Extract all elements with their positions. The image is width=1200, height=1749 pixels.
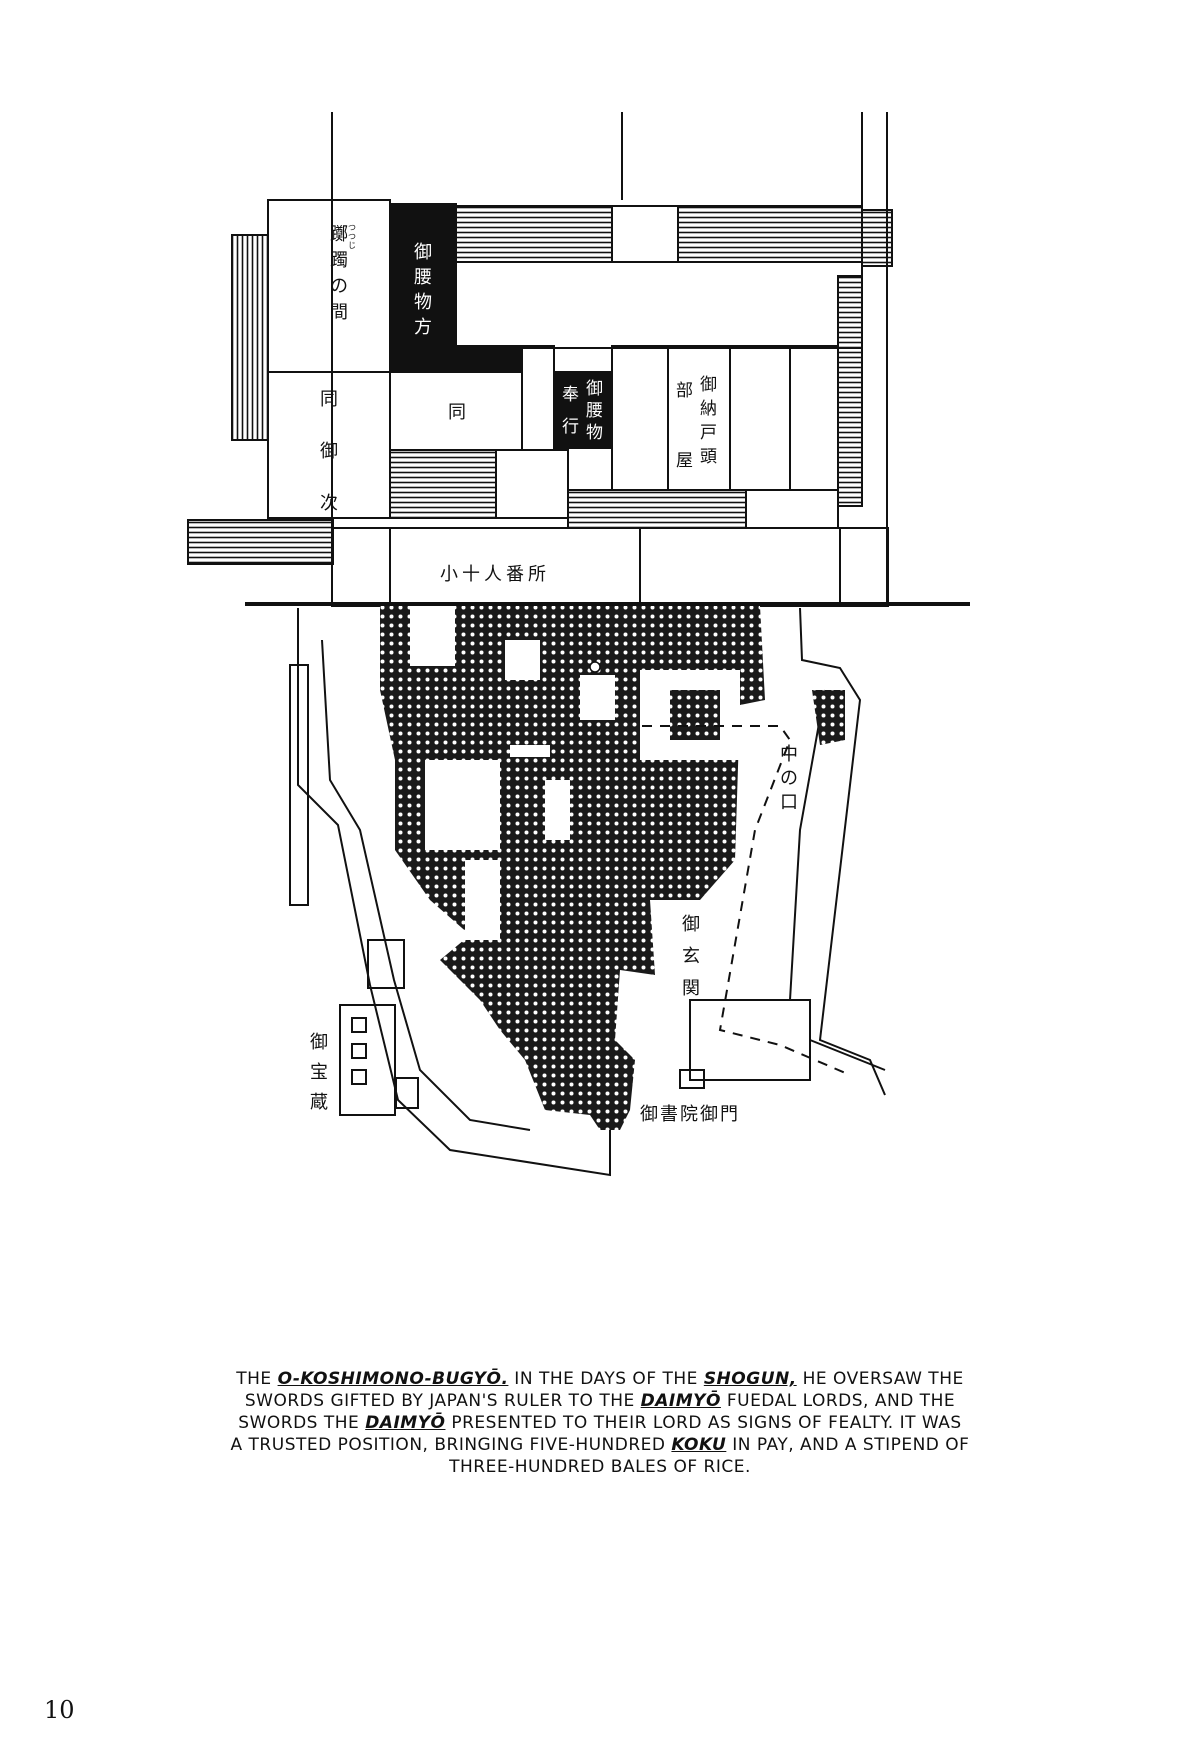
label-shoin-gomon: 御書院御門 [640, 1104, 740, 1125]
caption-text: fuedal lords, and the swords the [238, 1391, 956, 1433]
label-same-tsugi: 同御次 [320, 389, 338, 514]
caption-emphasis: daimyō [640, 1391, 721, 1411]
main-building-dotted [380, 606, 845, 1130]
label-kojunin-bansho: 小十人番所 [440, 564, 550, 585]
caption-emphasis: O-Koshimono-Bugyō. [277, 1369, 509, 1389]
label-nando-gashira-2: 部屋 [676, 381, 693, 471]
label-tsutsuji-ruby: つつじ [348, 223, 356, 250]
label-koshimono-kata: 御腰物方 [414, 242, 432, 338]
label-nando-gashira: 御納戸頭 [700, 375, 717, 467]
map-labels: 躑躅の間 つつじ 同御次 御腰物方 同 御腰物 奉行 御納戸頭 部屋 [310, 223, 798, 1125]
caption: The O-Koshimono-Bugyō. In the days of th… [230, 1368, 970, 1478]
page-number: 10 [44, 1696, 75, 1724]
label-tsutsuji-room: 躑躅の間 [330, 224, 348, 323]
caption-text: In the days of the [508, 1369, 704, 1389]
caption-text: presented to their lord as signs of feal… [230, 1413, 962, 1455]
caption-text: he oversaw the swords gifted by Japan's … [244, 1369, 964, 1411]
upper-building [187, 112, 893, 607]
label-naka-no-kuchi: 中の口 [780, 744, 798, 813]
label-koshimono-bugyo-2: 奉行 [562, 385, 579, 437]
label-same: 同 [448, 402, 466, 423]
label-koshimono-bugyo: 御腰物 [586, 379, 603, 443]
label-hozo: 御宝蔵 [310, 1032, 328, 1113]
caption-emphasis: Shogun, [703, 1369, 797, 1389]
caption-emphasis: koku [671, 1435, 727, 1455]
caption-emphasis: daimyō [365, 1413, 446, 1433]
caption-text: The [236, 1369, 278, 1389]
caption-text: in pay, and a stipend of three-hundred b… [449, 1435, 970, 1477]
label-genkan: 御玄関 [682, 914, 700, 999]
